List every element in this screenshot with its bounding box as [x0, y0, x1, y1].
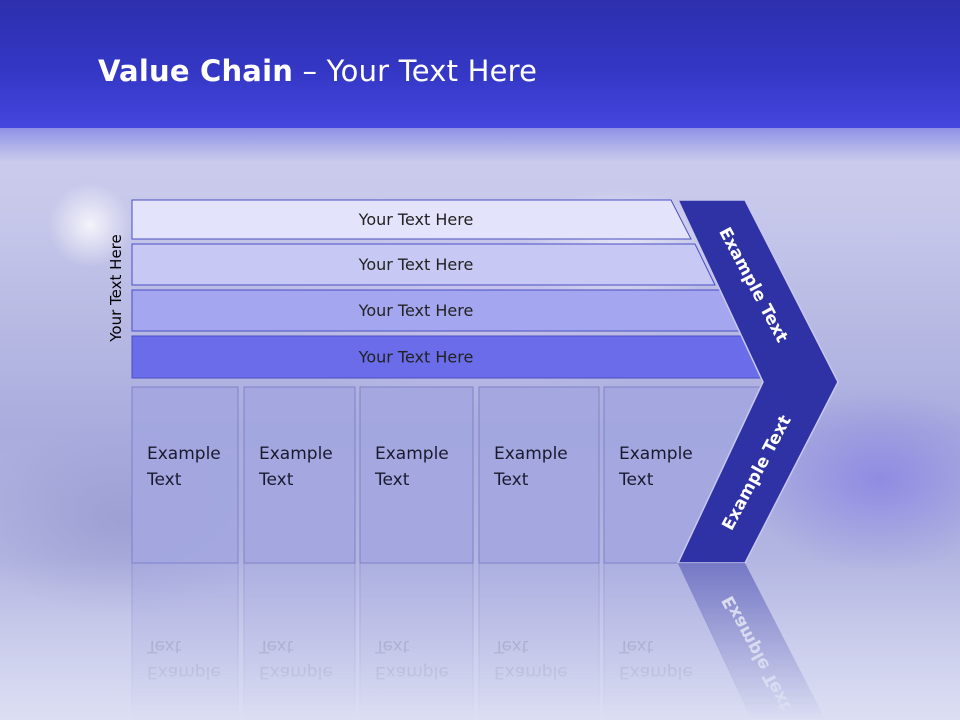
primary-cell-reflection-line2-2: Text — [258, 636, 294, 656]
support-row-2 — [131, 243, 716, 286]
primary-cell-reflection-shape-4 — [478, 562, 600, 720]
slide-title: Value Chain – Your Text Here — [98, 54, 537, 88]
primary-cell-reflection-4: Example Text — [478, 562, 600, 720]
primary-cell-reflection-2: Example Text — [243, 562, 356, 720]
chevron-reflection-shape — [678, 563, 826, 720]
reflection: ExampleTextExampleTextExampleTextExample… — [131, 562, 826, 720]
primary-cell-reflection-line2-4: Text — [493, 636, 529, 656]
primary-cell-line1-4: Example — [494, 444, 568, 464]
primary-cell-reflection-line2-3: Text — [374, 636, 410, 656]
support-row-label-2: Your Text Here — [358, 255, 474, 274]
primary-cell-reflection-line1-3: Example — [375, 662, 449, 682]
primary-cell-line2-3: Text — [374, 470, 410, 490]
support-row-label-4: Your Text Here — [358, 348, 474, 367]
primary-cell-reflection-shape-3 — [359, 562, 474, 720]
primary-cell-reflection-3: Example Text — [359, 562, 474, 720]
header-band — [0, 0, 960, 128]
title-bold: Value Chain — [98, 54, 294, 88]
primary-cell-reflection-line1-1: Example — [147, 662, 221, 682]
primary-cell-line2-1: Text — [146, 470, 182, 490]
primary-cell-line2-5: Text — [618, 470, 654, 490]
primary-cell-reflection-shape-1 — [131, 562, 239, 720]
primary-cell-line2-4: Text — [493, 470, 529, 490]
primary-cell-reflection-line2-1: Text — [146, 636, 182, 656]
primary-cell-line2-2: Text — [258, 470, 294, 490]
primary-cell-reflection-shape-2 — [243, 562, 356, 720]
primary-cell-line1-2: Example — [259, 444, 333, 464]
support-row-label-1: Your Text Here — [358, 210, 474, 229]
support-row-label-3: Your Text Here — [358, 301, 474, 320]
header-shade — [0, 128, 960, 162]
primary-cell-reflection-line1-5: Example — [619, 662, 693, 682]
support-row-1 — [131, 199, 692, 240]
primary-cell-line1-1: Example — [147, 444, 221, 464]
primary-cell-reflection-line2-5: Text — [618, 636, 654, 656]
primary-cell-line1-5: Example — [619, 444, 693, 464]
title-rest: – Your Text Here — [293, 54, 538, 88]
primary-cell-line1-3: Example — [375, 444, 449, 464]
primary-cell-reflection-line1-4: Example — [494, 662, 568, 682]
primary-cell-reflection-line1-2: Example — [259, 662, 333, 682]
primary-cell-reflection-1: Example Text — [131, 562, 239, 720]
